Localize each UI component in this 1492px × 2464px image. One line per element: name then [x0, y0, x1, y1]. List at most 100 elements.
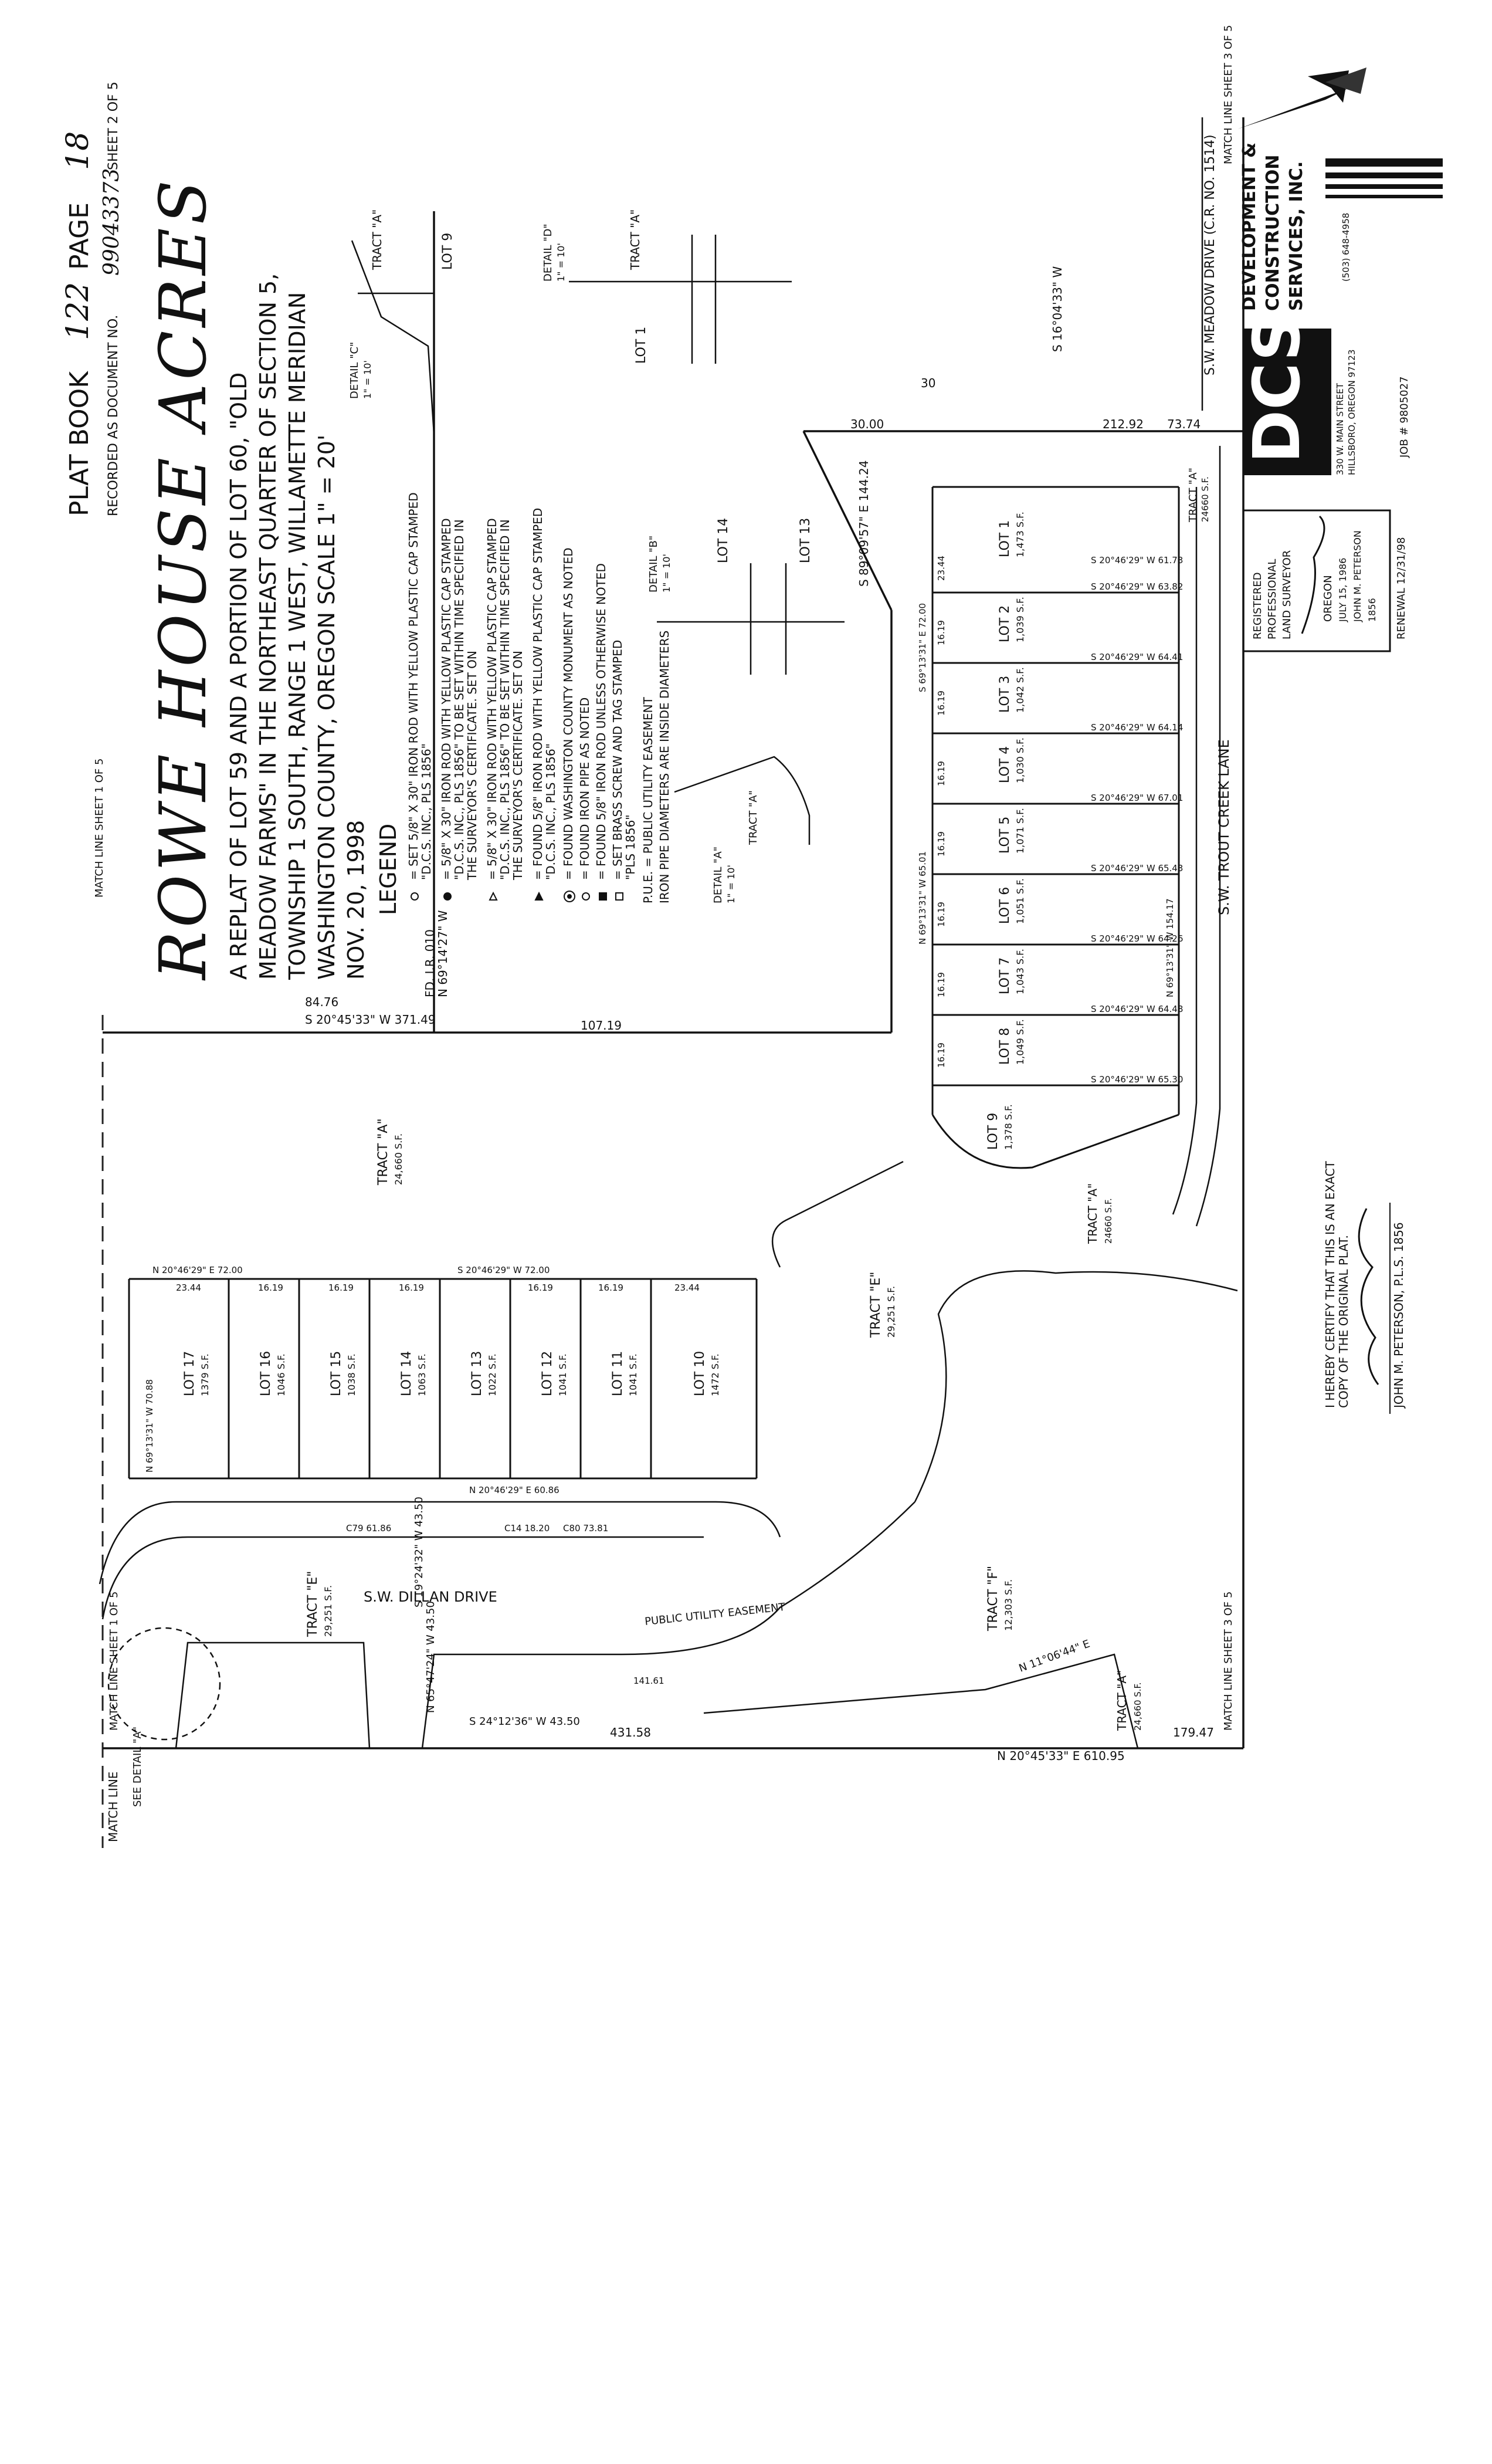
legend: = SET 5/8" X 30" IRON ROD WITH YELLOW PL… — [406, 492, 672, 903]
found-iron-rod-bearing: N 69°14'27" W — [436, 910, 450, 997]
stamp-renewal: RENEWAL 12/31/98 — [1395, 537, 1408, 639]
detail-b-label: DETAIL "B" — [647, 536, 660, 593]
legend-item: = FOUND 5/8" IRON ROD UNLESS OTHERWISE N… — [594, 563, 608, 880]
lot-13-label: LOT 13 — [470, 1351, 484, 1396]
dim-64-41: S 20°46'29" W 64.41 — [1091, 652, 1183, 662]
detail-b-lot-14: LOT 14 — [716, 518, 731, 563]
trout-creek-lane — [1172, 446, 1221, 1227]
detail-c-label: DETAIL "C" — [348, 342, 361, 399]
dim-64-14: S 20°46'29" W 64.14 — [1091, 722, 1183, 733]
lot-16-area: 1046 S.F. — [276, 1353, 287, 1396]
dim-23-44: 23.44 — [936, 556, 947, 581]
document-number: 99043373 — [100, 168, 124, 276]
found-iron-rod: FD. I.R. 010 — [423, 929, 437, 997]
dim-23-44-left: 23.44 — [176, 1282, 201, 1293]
legend-item: "D.C.S. INC., PLS 1856" — [544, 743, 558, 880]
title-line-4: WASHINGTON COUNTY, OREGON SCALE 1" = 20' — [314, 435, 340, 980]
legend-item: "D.C.S. INC., PLS 1856" TO BE SET WITHIN… — [452, 519, 466, 880]
detail-a-tract-a: TRACT "A" — [747, 790, 759, 845]
detail-a-label: DETAIL "A" — [712, 847, 724, 903]
left-lot-dimensions: N 20°46'29" E 72.00 S 20°46'29" W 72.00 … — [144, 1265, 700, 1686]
tract-a-bottom-label: TRACT "A" — [1115, 1670, 1129, 1731]
title-line-1: A REPLAT OF LOT 59 AND A PORTION OF LOT … — [226, 373, 252, 980]
street-trout-creek-lane: S.W. TROUT CREEK LANE — [1216, 739, 1232, 915]
lot-10-area: 1472 S.F. — [710, 1353, 721, 1396]
street-dillan-drive: S.W. DILLAN DRIVE — [364, 1589, 497, 1605]
legend-item: THE SURVEYOR'S CERTIFICATE. SET ON — [511, 651, 525, 881]
dillan-drive — [99, 1501, 781, 1620]
lot-2-label: LOT 2 — [998, 605, 1012, 642]
recorded-label: RECORDED AS DOCUMENT NO. — [106, 315, 121, 516]
dim-16-19: 16.19 — [936, 902, 947, 927]
title-description: A REPLAT OF LOT 59 AND A PORTION OF LOT … — [226, 273, 369, 980]
dim-n20-72: N 20°46'29" E 72.00 — [152, 1265, 243, 1275]
dim-16-19-left: 16.19 — [528, 1282, 553, 1293]
legend-item: = SET BRASS SCREW AND TAG STAMPED — [611, 640, 625, 880]
tract-a-right-label: TRACT "A" — [1187, 468, 1199, 523]
stamp-line-4: OREGON — [1322, 575, 1334, 622]
lot-8-area: 1,049 S.F. — [1015, 1019, 1026, 1065]
detail-d-tract-a: TRACT "A" — [628, 209, 642, 270]
dim-s19-43-50: S 19°24'32" W 43.50 — [413, 1497, 425, 1607]
company-name-2: CONSTRUCTION — [1263, 155, 1283, 311]
lot-5-area: 1,071 S.F. — [1015, 808, 1026, 854]
detail-a-callout-circle — [107, 1627, 221, 1741]
legend-symbols — [411, 891, 623, 902]
bearing-73-74: 73.74 — [1167, 417, 1201, 431]
dim-n11-06: N 11°06'44" E — [1018, 1637, 1092, 1674]
stamp-line-3: LAND SURVEYOR — [1281, 550, 1293, 639]
left-lot-block — [128, 1278, 758, 1480]
detail-b-scale: 1" = 10' — [661, 554, 672, 593]
dim-s20-72: S 20°46'29" W 72.00 — [457, 1265, 550, 1275]
lot-5-label: LOT 5 — [998, 817, 1012, 854]
legend-item: = 5/8" X 30" IRON ROD WITH YELLOW PLASTI… — [439, 518, 453, 880]
see-detail-a-label: SEE DETAIL "A" — [131, 1727, 144, 1807]
detail-b-lot-13: LOT 13 — [798, 518, 813, 563]
pue-label: PUBLIC UTILITY EASEMENT — [644, 1601, 786, 1628]
lot-11-label: LOT 11 — [611, 1351, 625, 1396]
detail-d — [569, 235, 792, 364]
match-line-right: MATCH LINE SHEET 3 OF 5 — [1222, 25, 1235, 164]
dim-16-19: 16.19 — [936, 691, 947, 716]
tract-f-label: TRACT "F" — [986, 1566, 1001, 1632]
detail-d-label: DETAIL "D" — [542, 224, 554, 282]
detail-c-scale: 1" = 10' — [362, 360, 373, 399]
dim-s69-72: S 69°13'31" E 72.00 — [917, 603, 928, 692]
company-info: DEVELOPMENT & CONSTRUCTION SERVICES, INC… — [1239, 143, 1410, 475]
detail-d-lot-1: LOT 1 — [634, 327, 649, 364]
company-name-1: DEVELOPMENT & — [1239, 143, 1260, 311]
dim-64-48: S 20°46'29" W 64.48 — [1091, 1004, 1183, 1014]
dim-141-61: 141.61 — [633, 1676, 664, 1686]
detail-a-scale: 1" = 10' — [725, 865, 737, 903]
lot-17-area: 1379 S.F. — [199, 1353, 211, 1396]
detail-a — [674, 756, 811, 845]
legend-item: P.U.E. = PUBLIC UTILITY EASEMENT — [641, 696, 655, 903]
title-line-5: NOV. 20, 1998 — [343, 820, 369, 980]
bearing-179-47: 179.47 — [1173, 1725, 1214, 1739]
dim-c14: C14 18.20 — [504, 1523, 550, 1534]
title-line-2: MEADOW FARMS" IN THE NORTHEAST QUARTER O… — [255, 273, 281, 980]
company-address-1: 330 W. MAIN STREET — [1335, 383, 1345, 475]
lot-13-area: 1022 S.F. — [487, 1353, 498, 1396]
dim-16-19-left: 16.19 — [328, 1282, 354, 1293]
detail-c-lot-9: LOT 9 — [440, 233, 455, 270]
dim-65-30: S 20°46'29" W 65.30 — [1091, 1074, 1183, 1085]
certify-line-1: I HEREBY CERTIFY THAT THIS IS AN EXACT — [1323, 1160, 1337, 1408]
boundary-bearings: S 20°45'33" W 371.49 84.76 107.19 FD. I.… — [305, 266, 1214, 1763]
plat-book-number: 122 — [60, 282, 96, 340]
dim-65-43: S 20°46'29" W 65.43 — [1091, 863, 1183, 874]
dim-n65-43-50: N 65°47'24" W 43.50 — [425, 1601, 437, 1713]
dim-c80: C80 73.81 — [563, 1523, 608, 1534]
company-logo: DCS — [1239, 315, 1331, 475]
